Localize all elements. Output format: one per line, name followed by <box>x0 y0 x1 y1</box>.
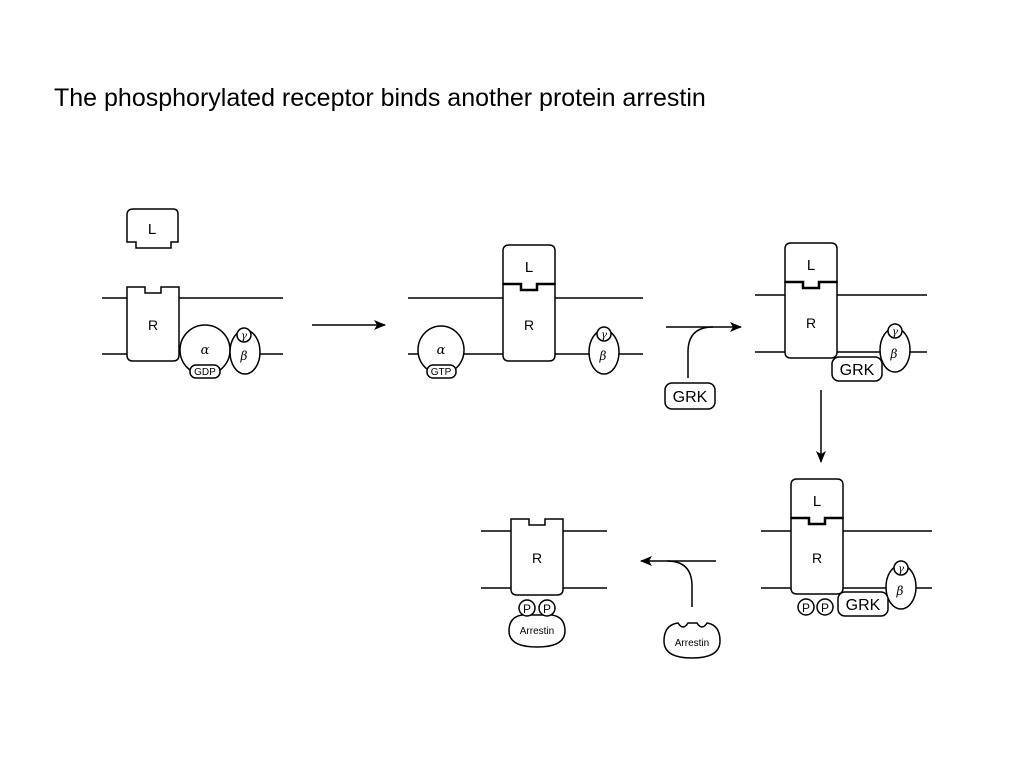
receptor-label: R <box>806 315 816 331</box>
phosphate-1 <box>797 598 815 616</box>
phosphate-1-label: P <box>523 602 531 616</box>
phosphate-2 <box>816 598 834 616</box>
g-beta-label: β <box>599 349 607 363</box>
arrestin-free <box>663 622 721 659</box>
bound-ligand-label: L <box>813 493 821 510</box>
g-beta-label: β <box>896 584 904 598</box>
g-beta-label: β <box>890 347 898 361</box>
arrestin-bound <box>508 614 566 648</box>
grk-free <box>664 382 716 410</box>
g-gamma-subunit <box>596 326 612 342</box>
grk-bound-label: GRK <box>846 597 881 614</box>
binding-interface-line <box>791 516 843 526</box>
phosphate-2-label: P <box>821 601 829 615</box>
binding-interface-line <box>503 282 555 292</box>
phosphate-1-label: P <box>802 601 810 615</box>
g-gamma-subunit <box>236 327 252 343</box>
panel-1-inactive-state: L R α GDP β γ <box>102 208 283 379</box>
gdp-label: GDP <box>194 367 216 378</box>
receptor-label: R <box>532 550 542 566</box>
gtp-label: GTP <box>431 367 452 378</box>
g-gamma-subunit <box>887 323 903 339</box>
phosphate-2 <box>538 599 556 617</box>
panel-3-grk-bound-state: L R β γ GRK <box>755 242 927 382</box>
panel-2-activated-state: L R α GTP β γ <box>408 244 643 379</box>
receptor <box>126 286 180 362</box>
grk-bound <box>837 591 889 617</box>
grk-free-label: GRK <box>673 389 708 406</box>
free-ligand <box>126 208 179 249</box>
g-alpha-label: α <box>437 343 446 358</box>
slide-title: The phosphorylated receptor binds anothe… <box>54 84 706 112</box>
phosphate-1 <box>518 599 536 617</box>
receptor <box>510 518 564 596</box>
binding-interface-line <box>785 280 837 290</box>
grk-bound-label: GRK <box>840 362 875 379</box>
gdp-tag <box>189 364 221 379</box>
arrestin-bound-label: Arrestin <box>520 626 554 637</box>
panel-4-phosphorylated-state: L R P P GRK β γ <box>761 478 932 617</box>
arrow-arrestin-recruitment: Arrestin <box>640 556 721 659</box>
grk-bound <box>831 356 883 382</box>
g-gamma-label: γ <box>601 330 607 341</box>
g-gamma-label: γ <box>241 331 247 342</box>
bound-ligand-label: L <box>807 257 815 274</box>
free-ligand-label: L <box>148 221 156 238</box>
receptor-label: R <box>812 550 822 566</box>
receptor-label: R <box>148 317 158 333</box>
g-alpha-label: α <box>201 343 210 358</box>
g-gamma-label: γ <box>892 327 898 338</box>
g-gamma-label: γ <box>898 564 904 575</box>
g-gamma-subunit <box>893 560 909 576</box>
phosphate-2-label: P <box>543 602 551 616</box>
panel-5-arrestin-bound-state: R Arrestin P P <box>481 518 607 648</box>
g-beta-label: β <box>240 349 248 363</box>
gtp-tag <box>426 364 457 379</box>
arrow-grk-recruitment: GRK <box>664 322 742 410</box>
receptor-label: R <box>524 317 534 333</box>
bound-ligand-label: L <box>525 259 533 276</box>
arrestin-free-label: Arrestin <box>675 638 709 649</box>
